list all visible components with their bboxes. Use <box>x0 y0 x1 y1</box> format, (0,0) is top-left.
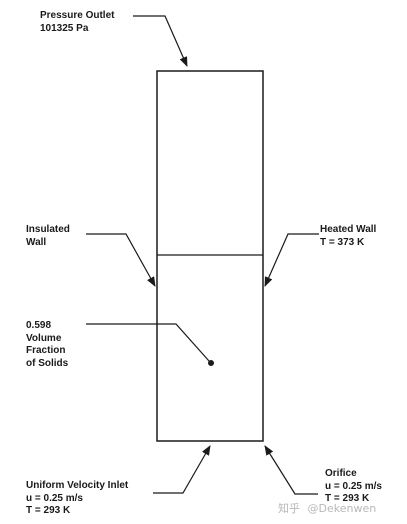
insulated-wall-leader-arrow <box>86 233 156 287</box>
heated-wall-label: Heated Wall T = 373 K <box>320 224 376 249</box>
inlet-label-line-2: u = 0.25 m/s <box>26 492 83 504</box>
outlet-label-line-2: 101325 Pa <box>40 22 89 34</box>
insulated-wall-label: Insulated Wall <box>26 224 70 249</box>
insulated-wall-label-line-2: Wall <box>26 236 47 248</box>
solids-point-marker <box>208 360 214 366</box>
solids-fraction-label-line-1: 0.598 <box>26 320 52 331</box>
orifice-label: Orifice u = 0.25 m/s T = 293 K <box>325 468 382 506</box>
orifice-label-line-3: T = 293 K <box>325 493 370 504</box>
inlet-label-line-3: T = 293 K <box>26 505 71 516</box>
watermark-handle: @Dekenwen <box>307 502 377 515</box>
orifice-label-line-2: u = 0.25 m/s <box>325 480 382 492</box>
watermark-site: 知乎 <box>278 502 300 515</box>
solids-fraction-label-line-3: Fraction <box>26 345 66 356</box>
outlet-label-line-1: Pressure Outlet <box>40 10 115 21</box>
inlet-label-line-1: Uniform Velocity Inlet <box>26 480 129 491</box>
heated-wall-label-line-1: Heated Wall <box>320 224 377 235</box>
insulated-wall-label-line-1: Insulated <box>26 224 70 235</box>
solids-fraction-label-line-4: of Solids <box>26 357 69 369</box>
solids-leader-line <box>86 323 210 362</box>
inlet-leader-arrow <box>153 445 211 494</box>
inlet-label: Uniform Velocity Inlet u = 0.25 m/s T = … <box>26 480 128 518</box>
solids-fraction-label: 0.598 Volume Fraction of Solids <box>26 320 68 370</box>
fluidized-bed-column <box>156 70 264 442</box>
heated-wall-label-line-2: T = 373 K <box>320 236 365 248</box>
outlet-label: Pressure Outlet 101325 Pa <box>40 10 114 35</box>
watermark: 知乎 @Dekenwen <box>278 500 376 516</box>
heated-wall-leader-arrow <box>264 233 319 287</box>
solids-fraction-label-line-2: Volume <box>26 332 62 344</box>
orifice-label-line-1: Orifice <box>325 468 357 479</box>
outlet-leader-arrow <box>133 15 188 67</box>
orifice-leader-arrow <box>264 445 318 495</box>
